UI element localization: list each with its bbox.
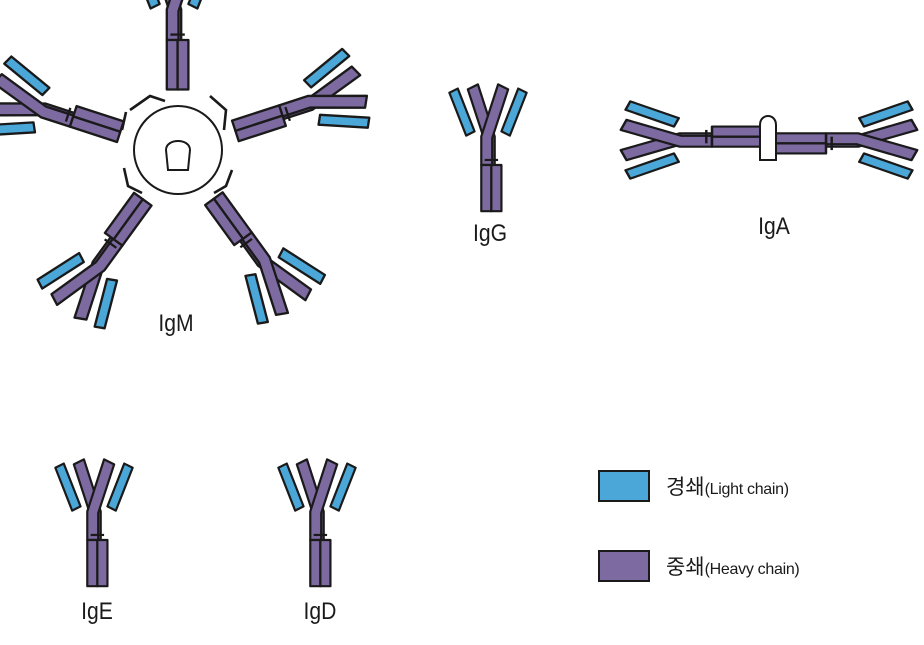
igm-monomer-1-light-chain-right (187, 0, 202, 10)
iga-monomer-right-fc-left (772, 132, 828, 145)
igm-monomer-2-light-chain-left (302, 47, 351, 89)
igm-monomer-3-hinge-bond (239, 237, 253, 249)
iga-monomer-left-light-chain-left (624, 152, 680, 180)
igd-structure (277, 458, 357, 588)
light-chain-swatch (598, 470, 650, 502)
heavy-chain-english: (Heavy chain) (704, 561, 800, 578)
igm-monomer-5-light-chain-right (3, 55, 51, 97)
igd-fc-left (309, 538, 322, 588)
igg-fc-left (480, 163, 493, 213)
igm-monomer-5 (0, 55, 125, 144)
igm-monomer-1 (146, 0, 202, 91)
igg-label: IgG (472, 220, 508, 247)
igm-monomer-1-light-chain-left (146, 0, 161, 10)
igm-monomer-4-light-chain-right (36, 251, 85, 290)
igg-structure (448, 83, 528, 213)
ige-structure (54, 458, 134, 588)
igm-monomer-5-fc-right (72, 104, 125, 133)
legend-light-chain: 경쇄(Light chain) (598, 470, 789, 502)
igg-light-chain-left (448, 87, 476, 137)
igm-monomer-4-fc-right (103, 191, 144, 241)
iga-monomer-right-light-chain-left (858, 100, 914, 128)
iga-monomer-right-light-chain-right (858, 152, 914, 180)
igm-label: IgM (158, 310, 194, 337)
igm-structure (0, 0, 371, 330)
igm-monomer-3 (203, 191, 327, 325)
iga-structure (619, 100, 919, 180)
igm-monomer-3-fc-right (203, 197, 245, 247)
igm-monomer-3-light-chain-left (277, 247, 327, 286)
iga-monomer-left (619, 100, 766, 180)
igg-fc-right (490, 163, 503, 213)
igm-monomer-1-fc-left (165, 38, 179, 91)
ige-light-chain-right (106, 462, 134, 512)
igg-light-chain-right (500, 87, 528, 137)
igd-fc-right (319, 538, 332, 588)
heavy-chain-swatch (598, 550, 650, 582)
legend-heavy-chain: 중쇄(Heavy chain) (598, 550, 800, 582)
ige-fc-right (96, 538, 109, 588)
igm-monomer-2-light-chain-right (317, 113, 371, 129)
igm-monomer-2-hinge-bond (284, 106, 291, 122)
igd-light-chain-right (329, 462, 357, 512)
ige-fc-left (86, 538, 99, 588)
iga-monomer-left-fc-left (710, 135, 766, 148)
iga-label: IgA (758, 213, 790, 240)
igm-monomer-5-hinge-bond (64, 107, 72, 122)
iga-monomer-right-fc-right (772, 142, 828, 155)
igm-j-chain (164, 140, 192, 171)
igd-light-chain-left (277, 462, 305, 512)
igm-disulfide-links (120, 94, 234, 195)
igm-monomer-4-hinge-bond (103, 238, 118, 249)
heavy-chain-korean: 중쇄 (666, 556, 705, 579)
iga-monomer-left-light-chain-right (624, 100, 680, 128)
igm-monomer-4 (36, 191, 153, 330)
iga-j-chain (759, 115, 777, 161)
ige-label: IgE (81, 598, 113, 625)
igm-monomer-2 (230, 47, 371, 143)
iga-monomer-left-fc-right (710, 125, 766, 138)
igm-monomer-2-fc-right (234, 114, 287, 143)
igm-monomer-1-fc-right (176, 38, 190, 91)
igd-label: IgD (303, 598, 337, 625)
ige-light-chain-left (54, 462, 82, 512)
igm-monomer-5-light-chain-left (0, 121, 37, 137)
iga-monomer-right (772, 100, 919, 180)
igm-monomer-3-light-chain-right (244, 273, 269, 325)
light-chain-korean: 경쇄 (666, 476, 705, 499)
igm-monomer-4-light-chain-left (93, 277, 119, 330)
light-chain-english: (Light chain) (704, 481, 789, 498)
